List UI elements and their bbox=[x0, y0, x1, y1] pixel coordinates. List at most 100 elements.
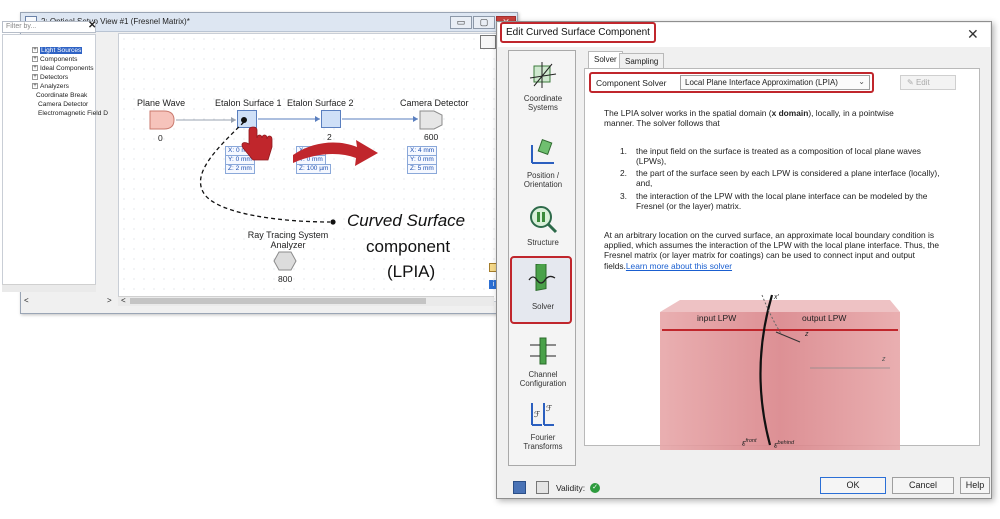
intro-part: ), locally, in a pointwise bbox=[808, 108, 894, 118]
tree-scroll-left-icon[interactable]: < bbox=[24, 296, 29, 305]
expand-icon[interactable]: + bbox=[32, 65, 38, 72]
expand-icon[interactable]: + bbox=[32, 56, 38, 63]
sidebar-item-channel-configuration[interactable]: Channel Configuration bbox=[512, 330, 574, 410]
setup-view-title: 2: Optical Setup View #1 (Fresnel Matrix… bbox=[41, 17, 190, 26]
position-orientation-icon bbox=[531, 139, 554, 164]
maximize-button[interactable]: ▢ bbox=[473, 16, 495, 29]
etalon-surface-1-node[interactable] bbox=[237, 110, 257, 128]
solver-intro: The LPIA solver works in the spatial dom… bbox=[604, 108, 949, 128]
global-z-label: z bbox=[882, 356, 886, 363]
list-text: the input field on the surface is treate… bbox=[636, 146, 921, 167]
list-item-3: 3. the interaction of the LPW with the l… bbox=[620, 191, 955, 213]
callout-line3: (LPIA) bbox=[387, 262, 436, 281]
dialog-titlebar bbox=[498, 23, 990, 47]
etalon-surface-2-param-z: Z: 100 µm bbox=[296, 164, 332, 174]
plane-wave-label: Plane Wave bbox=[137, 98, 186, 108]
intro-bold: x domain bbox=[771, 108, 809, 118]
camera-detector-number: 600 bbox=[424, 132, 439, 142]
local-z-axis bbox=[775, 331, 801, 343]
camera-detector-label: Camera Detector bbox=[400, 98, 469, 108]
list-number: 3. bbox=[620, 191, 627, 201]
component-solver-select[interactable]: Local Plane Interface Approximation (LPI… bbox=[680, 75, 870, 90]
ray-tracing-label-line1: Ray Tracing System bbox=[247, 230, 329, 240]
coordinate-systems-icon bbox=[529, 62, 557, 88]
sidebar-item-structure[interactable]: Structure bbox=[512, 198, 574, 278]
component-solver-label: Component Solver bbox=[596, 78, 667, 88]
plane-wave-node[interactable] bbox=[148, 109, 176, 131]
filter-clear-icon[interactable]: ✕ bbox=[88, 20, 97, 31]
canvas-toolbar-icon[interactable] bbox=[480, 35, 496, 49]
minimize-button[interactable]: ▭ bbox=[450, 16, 472, 29]
canvas-scroll-left-icon[interactable]: < bbox=[121, 296, 126, 305]
tree-label: Coordinate Break bbox=[36, 92, 88, 99]
sidebar-label: Position / Orientation bbox=[523, 171, 563, 189]
tree-item-coordinate-break[interactable]: Coordinate Break bbox=[36, 92, 87, 99]
output-lpw-label: output LPW bbox=[802, 313, 847, 323]
beam-top bbox=[660, 300, 900, 312]
expand-icon[interactable]: + bbox=[32, 83, 38, 90]
etalon-surface-1-label: Etalon Surface 1 bbox=[215, 98, 282, 108]
list-text: the interaction of the LPW with the loca… bbox=[636, 191, 928, 212]
solver-description: At an arbitrary location on the curved s… bbox=[604, 230, 956, 271]
sidebar-item-position-orientation[interactable]: Position / Orientation bbox=[512, 131, 574, 211]
plane-wave-number: 0 bbox=[158, 133, 163, 143]
save-icon[interactable] bbox=[513, 481, 526, 494]
front-sup: front bbox=[745, 438, 757, 444]
callout-line1: Curved Surface bbox=[347, 211, 466, 230]
dialog-title: Edit Curved Surface Component bbox=[500, 22, 656, 43]
catalog-icon[interactable] bbox=[536, 481, 549, 494]
etalon-surface-2-node[interactable] bbox=[321, 110, 341, 128]
cancel-button[interactable]: Cancel bbox=[892, 477, 954, 494]
fourier-transforms-icon: ℱ ℱ bbox=[531, 403, 554, 426]
intro-part: manner. The solver follows that bbox=[604, 118, 720, 129]
tree-item-em-field-detector[interactable]: Electromagnetic Field D bbox=[38, 110, 108, 117]
tree-item-detectors[interactable]: +Detectors bbox=[32, 74, 68, 81]
ok-button[interactable]: OK bbox=[820, 477, 886, 494]
canvas-scroll-thumb[interactable] bbox=[130, 298, 426, 304]
tree-item-camera-detector[interactable]: Camera Detector bbox=[38, 101, 88, 108]
chevron-down-icon: ⌄ bbox=[858, 77, 865, 86]
etalon-surface-2-number: 2 bbox=[327, 132, 332, 142]
callout-line2: component bbox=[366, 237, 451, 256]
tree-scroll-right-icon[interactable]: > bbox=[107, 296, 112, 305]
ray-tracing-analyzer-label: Ray Tracing System Analyzer bbox=[245, 230, 331, 250]
tree-scrollbar[interactable] bbox=[2, 284, 96, 292]
tree-label: Camera Detector bbox=[38, 101, 89, 108]
camera-detector-node[interactable] bbox=[418, 109, 444, 131]
tree-label: Light Sources bbox=[40, 47, 83, 54]
info-icon[interactable]: i bbox=[489, 280, 498, 289]
tab-sampling[interactable]: Sampling bbox=[619, 53, 665, 69]
filter-input[interactable]: Filter by... bbox=[2, 21, 96, 33]
learn-more-link[interactable]: Learn more about this solver bbox=[625, 260, 733, 271]
edit-solver-button[interactable]: ✎ Edit bbox=[900, 75, 956, 90]
description-text: At an arbitrary location on the curved s… bbox=[604, 230, 940, 271]
ray-tracing-analyzer-number: 800 bbox=[278, 274, 293, 284]
curved-surface bbox=[759, 294, 774, 446]
list-text: the part of the surface seen by each LPW… bbox=[636, 168, 940, 189]
epsilon-symbol: ε bbox=[774, 440, 778, 450]
etalon-surface-2-label: Etalon Surface 2 bbox=[287, 98, 354, 108]
sidebar-item-fourier-transforms[interactable]: ℱ ℱ Fourier Transforms bbox=[512, 393, 574, 473]
tree-item-ideal-components[interactable]: +Ideal Components bbox=[32, 65, 94, 72]
edit-label: Edit bbox=[915, 78, 930, 87]
tab-solver[interactable]: Solver bbox=[588, 51, 623, 69]
tree-label: Detectors bbox=[40, 74, 69, 81]
tree-item-light-sources[interactable]: +Light Sources bbox=[32, 47, 83, 54]
tree-item-components[interactable]: +Components bbox=[32, 56, 77, 63]
epsilon-front-label: εfront bbox=[742, 438, 757, 448]
ray-tracing-analyzer-node[interactable] bbox=[273, 251, 297, 271]
tree-item-analyzers[interactable]: +Analyzers bbox=[32, 83, 69, 90]
help-button[interactable]: Help bbox=[960, 477, 990, 494]
pencil-icon: ✎ bbox=[907, 78, 914, 87]
tree-label: Electromagnetic Field D bbox=[38, 110, 108, 117]
sidebar-label: Fourier Transforms bbox=[523, 433, 563, 451]
expand-icon[interactable]: + bbox=[32, 74, 38, 81]
dialog-close-icon[interactable]: ✕ bbox=[967, 26, 979, 42]
camera-param-z: Z: 5 mm bbox=[407, 164, 437, 174]
list-number: 2. bbox=[620, 168, 627, 178]
behind-sup: behind bbox=[777, 440, 795, 446]
expand-icon[interactable]: + bbox=[32, 47, 38, 54]
list-number: 1. bbox=[620, 146, 627, 156]
sidebar-item-coordinate-systems[interactable]: Coordinate Systems bbox=[512, 54, 574, 134]
sidebar-item-solver[interactable]: Solver bbox=[510, 256, 572, 324]
